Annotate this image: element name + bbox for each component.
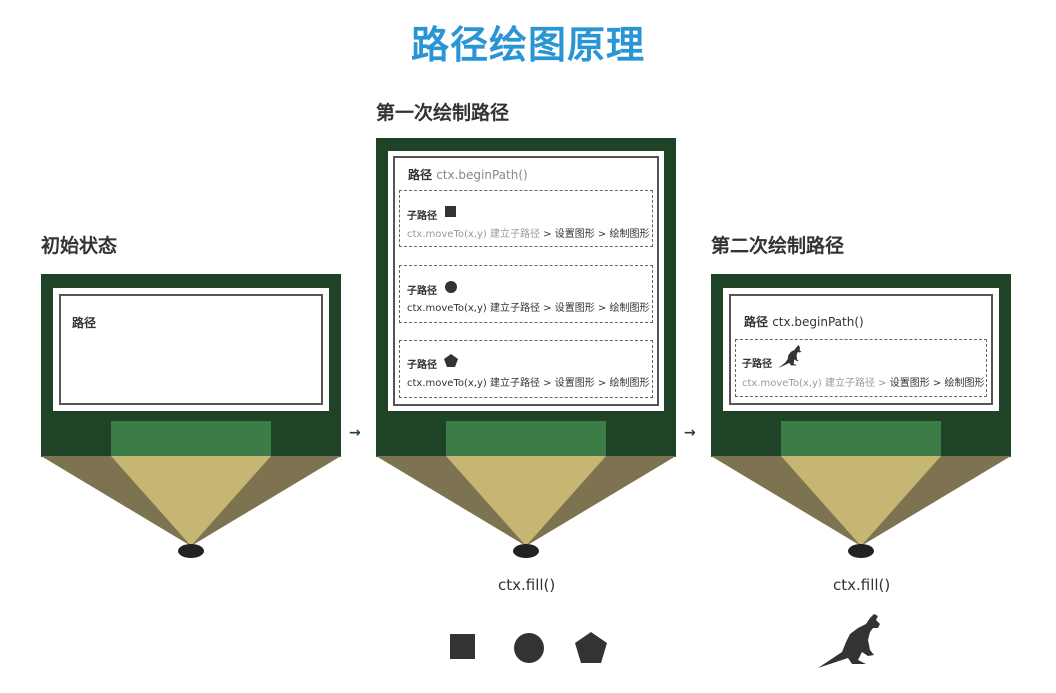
step-separator: > xyxy=(878,378,887,389)
square-icon xyxy=(450,634,475,659)
moveto-code: ctx.moveTo(x,y) 建立子路径 xyxy=(742,378,875,389)
panel-initial-pencil-cone xyxy=(41,456,341,558)
panel-first-heading: 第一次绘制路径 xyxy=(376,102,510,124)
fill-call-label: ctx.fill() xyxy=(833,576,891,594)
panel-second-path-header: 路径 ctx.beginPath() xyxy=(744,313,864,330)
subpath-steps: ctx.moveTo(x,y) 建立子路径 > 设置图形 > 绘制图形 xyxy=(407,299,650,314)
arrow-icon: → xyxy=(684,425,696,441)
square-icon xyxy=(445,206,456,217)
begin-path-code: ctx.beginPath() xyxy=(772,315,864,329)
panel-second-heading: 第二次绘制路径 xyxy=(711,235,845,257)
subpath-box xyxy=(399,340,653,398)
panel-initial-heading: 初始状态 xyxy=(41,235,118,257)
moveto-code: ctx.moveTo(x,y) 建立子路径 xyxy=(407,229,540,240)
circle-icon xyxy=(514,633,544,663)
subpath-box xyxy=(735,339,987,397)
panel-first-pencil-cone xyxy=(376,456,676,558)
step-draw-shape: 绘制图形 xyxy=(609,378,650,389)
step-set-shape: 设置图形 xyxy=(554,303,595,314)
step-separator: > xyxy=(597,303,607,314)
kangaroo-icon xyxy=(778,344,802,368)
subpath-label: 子路径 xyxy=(407,211,437,222)
begin-path-code: ctx.beginPath() xyxy=(436,168,528,182)
panel-second-pencil-cone xyxy=(711,456,1011,558)
step-separator: > xyxy=(543,229,552,240)
fill-call-label: ctx.fill() xyxy=(498,576,556,594)
step-draw-shape: 绘制图形 xyxy=(944,378,985,389)
page-title: 路径绘图原理 xyxy=(410,23,645,67)
circle-icon xyxy=(445,281,457,293)
step-separator: > xyxy=(932,378,942,389)
step-separator: > xyxy=(597,229,607,240)
step-separator: > xyxy=(543,303,552,314)
step-set-shape: 设置图形 xyxy=(554,378,595,389)
subpath-steps: ctx.moveTo(x,y) 建立子路径 > 设置图形 > 绘制图形 xyxy=(742,374,985,389)
subpath-steps: ctx.moveTo(x,y) 建立子路径 > 设置图形 > 绘制图形 xyxy=(407,374,650,389)
step-draw-shape: 绘制图形 xyxy=(609,229,650,240)
step-set-shape: 设置图形 xyxy=(889,378,930,389)
subpath-box xyxy=(399,190,653,247)
subpath-box xyxy=(399,265,653,323)
path-label: 路径 xyxy=(408,168,433,182)
step-set-shape: 设置图形 xyxy=(554,229,595,240)
subpath-steps: ctx.moveTo(x,y) 建立子路径 > 设置图形 > 绘制图形 xyxy=(407,225,650,240)
panel-initial-band xyxy=(111,421,271,457)
kangaroo-icon xyxy=(818,614,880,668)
step-separator: > xyxy=(597,378,607,389)
step-draw-shape: 绘制图形 xyxy=(609,303,650,314)
subpath-label: 子路径 xyxy=(742,359,772,370)
panel-first-path-header: 路径 ctx.beginPath() xyxy=(408,166,528,183)
arrow-icon: → xyxy=(349,425,361,441)
path-label: 路径 xyxy=(744,315,769,329)
panel-first-band xyxy=(446,421,606,457)
subpath-label: 子路径 xyxy=(407,360,437,371)
step-separator: > xyxy=(543,378,552,389)
subpath-label: 子路径 xyxy=(407,286,437,297)
moveto-code: ctx.moveTo(x,y) 建立子路径 xyxy=(407,378,540,389)
pentagon-icon xyxy=(575,632,607,663)
pentagon-icon xyxy=(444,354,458,367)
moveto-code: ctx.moveTo(x,y) 建立子路径 xyxy=(407,303,540,314)
panel-initial-path-label: 路径 xyxy=(72,316,97,330)
panel-second-band xyxy=(781,421,941,457)
panel-initial-path-box xyxy=(59,294,323,405)
